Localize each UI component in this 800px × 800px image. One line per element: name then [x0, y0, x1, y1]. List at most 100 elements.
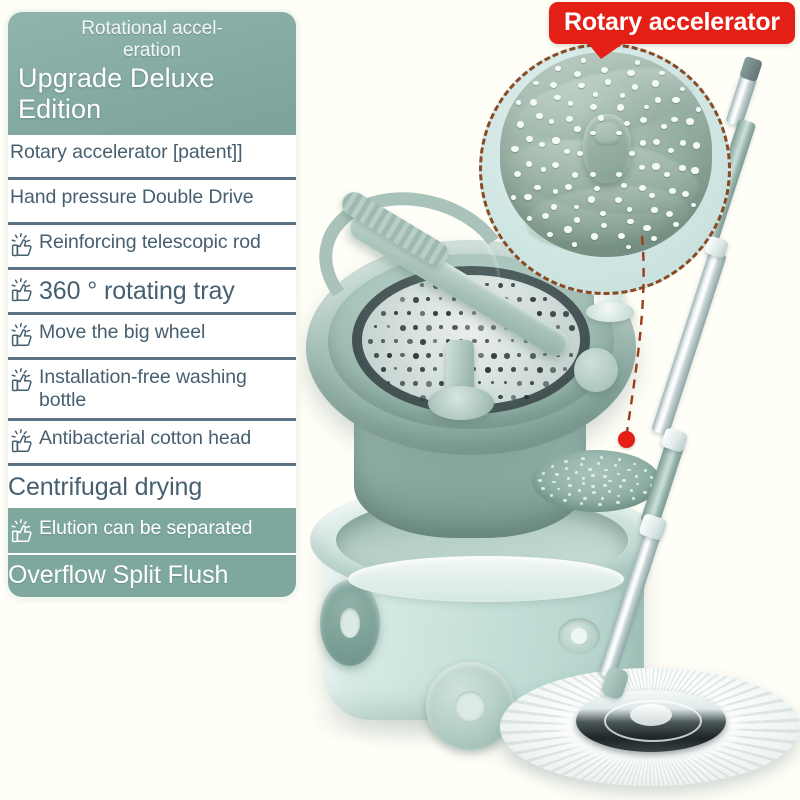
rotor-perforation: [649, 193, 655, 198]
basket-mesh-hole: [439, 381, 444, 386]
feature-row: Rotary accelerator [patent]]: [8, 135, 296, 177]
rotor-perforation: [547, 232, 553, 237]
rotor-perforation: [591, 233, 598, 239]
tray-perforation: [552, 481, 555, 484]
basket-mesh-hole: [563, 311, 570, 317]
basket-mesh-hole: [498, 339, 502, 343]
rotor-perforation: [640, 140, 646, 146]
rotor-perforation: [664, 172, 670, 177]
tray-perforation: [643, 491, 646, 494]
tray-perforation: [600, 456, 603, 459]
basket-mesh-hole: [381, 339, 386, 343]
tray-perforation: [582, 477, 585, 480]
tray-perforation: [550, 494, 553, 497]
rotor-perforation: [671, 117, 677, 123]
feature-list: Rotary accelerator [patent]] Hand pressur…: [8, 135, 296, 597]
feature-row: Elution can be separated: [8, 508, 296, 553]
basket-mesh-hole: [413, 381, 418, 386]
tray-perforation: [635, 475, 638, 478]
basket-mesh-hole: [524, 367, 529, 371]
basket-mesh-hole: [543, 353, 547, 357]
basket-mesh-hole: [543, 381, 549, 387]
rotor-perforation: [574, 71, 581, 77]
rotor-perforation: [516, 100, 522, 105]
tray-perforation: [650, 476, 653, 479]
basket-mesh-hole: [530, 381, 535, 385]
tray-perforation: [608, 490, 611, 493]
basket-mesh-hole: [524, 395, 529, 399]
rotor-perforation: [679, 165, 685, 171]
tray-perforation: [630, 489, 633, 492]
rotor-perforation: [541, 167, 547, 172]
tray-perforation: [618, 458, 621, 461]
basket-mesh-hole: [420, 367, 426, 372]
tray-perforation: [580, 502, 583, 505]
basket-mesh-hole: [563, 367, 567, 371]
rotor-perforation: [526, 136, 532, 142]
tray-perforation: [591, 474, 594, 477]
tray-perforation: [617, 473, 620, 476]
rotating-tray: [532, 450, 660, 512]
rotor-perforation: [517, 121, 524, 127]
tray-perforation: [578, 489, 581, 492]
rotor-perforation: [539, 142, 545, 147]
rotor-perforation: [530, 99, 537, 105]
tray-perforation: [538, 479, 541, 482]
rotor-perforation: [601, 223, 607, 229]
rotor-perforation: [616, 172, 622, 177]
feature-row: Antibacterial cotton head: [8, 418, 296, 463]
basket-mesh-hole: [368, 339, 374, 344]
rotor-perforation: [672, 97, 679, 103]
basket-mesh-hole: [485, 339, 489, 343]
basket-mesh-hole: [387, 353, 392, 358]
tray-perforation: [541, 487, 544, 490]
basket-mesh-hole: [530, 353, 537, 359]
rotor-perforation: [568, 101, 574, 106]
rotor-perforation: [626, 245, 632, 250]
rotor-perforation: [639, 185, 646, 191]
tray-perforation: [588, 468, 591, 471]
small-caster-wheel: [558, 618, 600, 654]
rotor-perforation: [686, 118, 693, 124]
basket-mesh-hole: [517, 381, 522, 386]
thumbs-up-icon: [8, 368, 36, 394]
rotor-perforation: [627, 207, 633, 212]
feature-row: Hand pressure Double Drive: [8, 177, 296, 222]
rotor-perforation: [572, 172, 578, 178]
basket-mesh-hole: [485, 367, 492, 373]
thumbs-up-icon: [8, 323, 36, 349]
panel-header: Rotational accel-eration Upgrade DeluxeE…: [8, 12, 296, 135]
basket-mesh-hole: [550, 367, 556, 373]
rotor-perforation: [651, 207, 657, 213]
feature-label: 360 ° rotating tray: [39, 276, 235, 306]
basket-mesh-hole: [543, 297, 547, 301]
basket-mesh-hole: [537, 311, 543, 316]
rotor-perforation: [627, 70, 634, 76]
rotor-perforation: [661, 124, 667, 129]
feature-panel: Rotational accel-eration Upgrade DeluxeE…: [8, 12, 296, 597]
feature-row: Installation-free washing bottle: [8, 357, 296, 418]
thumbs-up-icon: [8, 519, 36, 545]
basket-mesh-hole: [569, 325, 576, 331]
rotor-perforation: [691, 203, 697, 208]
thumbs-up-icon: [8, 429, 36, 455]
basket-mesh-hole: [400, 353, 405, 358]
feature-label: Elution can be separated: [39, 517, 252, 540]
feature-row: Move the big wheel: [8, 312, 296, 357]
rotor-perforation: [655, 97, 661, 103]
basket-mesh-hole: [537, 367, 544, 373]
rotor-perforation: [514, 171, 521, 177]
feature-label: Reinforcing telescopic rod: [39, 231, 261, 254]
basket-mesh-hole: [420, 395, 426, 401]
rotor-perforation: [552, 137, 559, 143]
rotor-perforation: [600, 211, 606, 216]
rotor-perforation: [511, 146, 518, 152]
rotor-perforation: [601, 67, 608, 73]
basket-mesh-hole: [426, 381, 433, 387]
feature-label: Hand pressure Double Drive: [10, 186, 253, 209]
rotor-perforation: [617, 104, 624, 110]
rotor-perforation: [588, 196, 595, 202]
tray-perforation: [603, 475, 606, 478]
basket-mesh-hole: [498, 395, 503, 400]
